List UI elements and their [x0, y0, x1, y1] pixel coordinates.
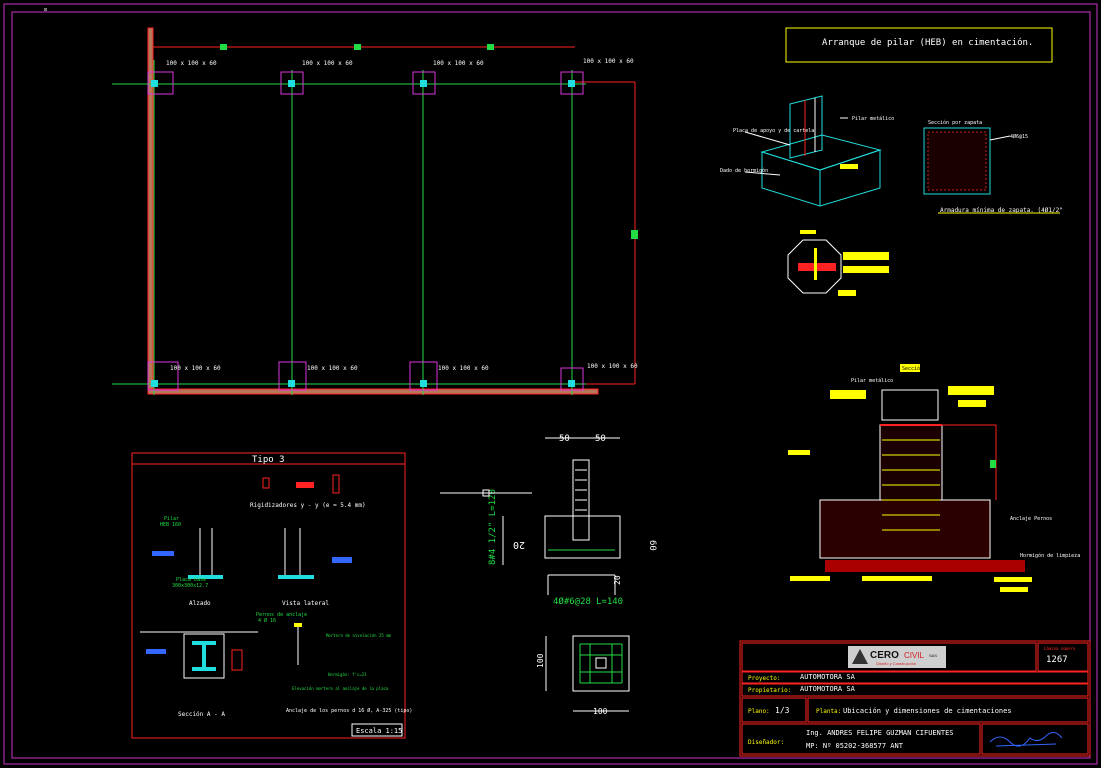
rebar-h-dim: 60 [647, 540, 657, 551]
rebar-code: 20 [513, 539, 525, 550]
label-anchor: Anclaje Pernos [1010, 516, 1052, 522]
label-footing-concrete: Hormigón de limpieza [1020, 552, 1080, 559]
plane-value: 1/3 [775, 706, 790, 715]
detail-title: Arranque de pilar (HEB) en cimentación. [822, 37, 1033, 48]
rebar-footing-text: 4Ø#6@28 [553, 596, 591, 607]
tipo3-plate-size: 300x300x12.7 [172, 583, 208, 589]
sheet-frame-inner [11, 11, 1091, 759]
tipo3-plate-label: Placa base [176, 577, 206, 583]
content-label: Planta: [816, 708, 841, 715]
tipo3-pilar-label: Pilar [164, 516, 179, 522]
tipo3-title: Tipo 3 [252, 455, 285, 465]
dim-top-2: 100 x 100 x 60 [302, 60, 353, 67]
rebar-length-text: L=140 [596, 597, 623, 607]
pillar-detail: Arranque de pilar (HEB) en cimentación. … [720, 27, 1063, 296]
logo-name: CERO [870, 650, 899, 661]
designer-name: Ing. ANDRES FELIPE GUZMAN CIFUENTES [806, 729, 954, 737]
tipo3-bed: Elevación mortero al anclaje de la placa [292, 686, 389, 691]
tipo3-grout: Mortero de nivelación 25 mm [326, 633, 392, 638]
section-label: Sección [902, 365, 923, 372]
tipo3-section: Sección A - A [178, 711, 225, 718]
logo-sub: Diseño y Construcción [876, 661, 916, 666]
dim-bottom-3: 100 x 100 x 60 [438, 365, 489, 372]
rebar-plan-dim-h: 100 [593, 707, 608, 716]
tipo3-pilar-size: HEB 160 [160, 522, 181, 528]
signature-scribble [989, 732, 1063, 747]
owner-value: AUTOMOTORA SA [800, 685, 856, 693]
tipo3-elevation: Alzado [189, 600, 211, 607]
tipo3-bolts-size: 4 Ø 16 [258, 617, 276, 624]
foundation-plan: 100 x 100 x 60 100 x 100 x 60 100 x 100 … [112, 27, 638, 395]
tipo3-panel: Tipo 3 Rigidizadores y - y (e = 5.4 mm) … [131, 452, 412, 739]
logo-accent: CIVIL [904, 651, 925, 660]
dim-bottom-1: 100 x 100 x 60 [170, 365, 221, 372]
label-pillar-section: Pilar metálico [851, 377, 893, 384]
label-plate: Placa de apoyo y de cartela [733, 128, 814, 134]
tipo3-bolts: Pernos de anclaje [256, 612, 307, 618]
section-title: Sección por zapata [928, 119, 982, 126]
plane-label: Plano: [748, 708, 770, 715]
project-label: Proyecto: [748, 675, 781, 682]
dim-bottom-2: 100 x 100 x 60 [307, 365, 358, 372]
rebar-bottom-dim: 20 [613, 575, 622, 585]
rebar-dim-b: 50 [595, 434, 606, 444]
foundation-section: Sección Pilar metálico Anclaje Pernos Ho… [788, 364, 1080, 592]
dim-top-1: 100 x 100 x 60 [166, 60, 217, 67]
content-value: Ubicación y dimensiones de cimentaciones [843, 707, 1012, 715]
tipo3-scale: Escala 1:15 [356, 727, 402, 735]
company-logo [848, 646, 946, 668]
owner-label: Propietario: [748, 687, 791, 694]
designer-label: Diseñador: [748, 739, 784, 746]
dim-top-4: 100 x 100 x 60 [583, 58, 634, 65]
sheet-frame-outer [3, 3, 1098, 765]
section-min: Armadura mínima de zapata. (4Ø1/2" [940, 207, 1063, 214]
dim-bottom-4: 100 x 100 x 60 [587, 363, 638, 370]
label-pillar: Pilar metálico [852, 115, 894, 122]
dim-top-3: 100 x 100 x 60 [433, 60, 484, 67]
tipo3-anchor: Anclaje de los pernos d 16 Ø, A-325 (tip… [286, 707, 412, 714]
rebar-plan-dim-v: 100 [536, 653, 545, 668]
project-value: AUTOMOTORA SA [800, 673, 856, 681]
rebar-detail: 50 50 60 20 4Ø#6@28 L=140 8#4 1/2" L=120… [440, 434, 657, 716]
label-concrete: Dado de hormigón [720, 167, 768, 174]
sheet-number: 1267 [1046, 655, 1068, 665]
title-block: CERO CIVIL SAS Diseño y Construcción Lám… [739, 640, 1091, 757]
tipo3-side: Vista lateral [282, 600, 329, 607]
section-rebar: 4Ø6@15 [1010, 133, 1028, 140]
tipo3-concrete: Hormigón: f'c=21 [328, 672, 367, 677]
svg-text:⊡: ⊡ [44, 7, 47, 13]
rebar-dim-a: 50 [559, 434, 570, 444]
designer-mp: MP: Nº 05202-368577 ANT [806, 742, 904, 750]
logo-suffix: SAS [929, 653, 937, 658]
rebar-bar1: 8#4 1/2" L=120 [488, 489, 498, 565]
tipo3-stiffener: Rigidizadores y - y (e = 5.4 mm) [250, 502, 366, 509]
sheet-label: Lámina número [1044, 646, 1076, 651]
